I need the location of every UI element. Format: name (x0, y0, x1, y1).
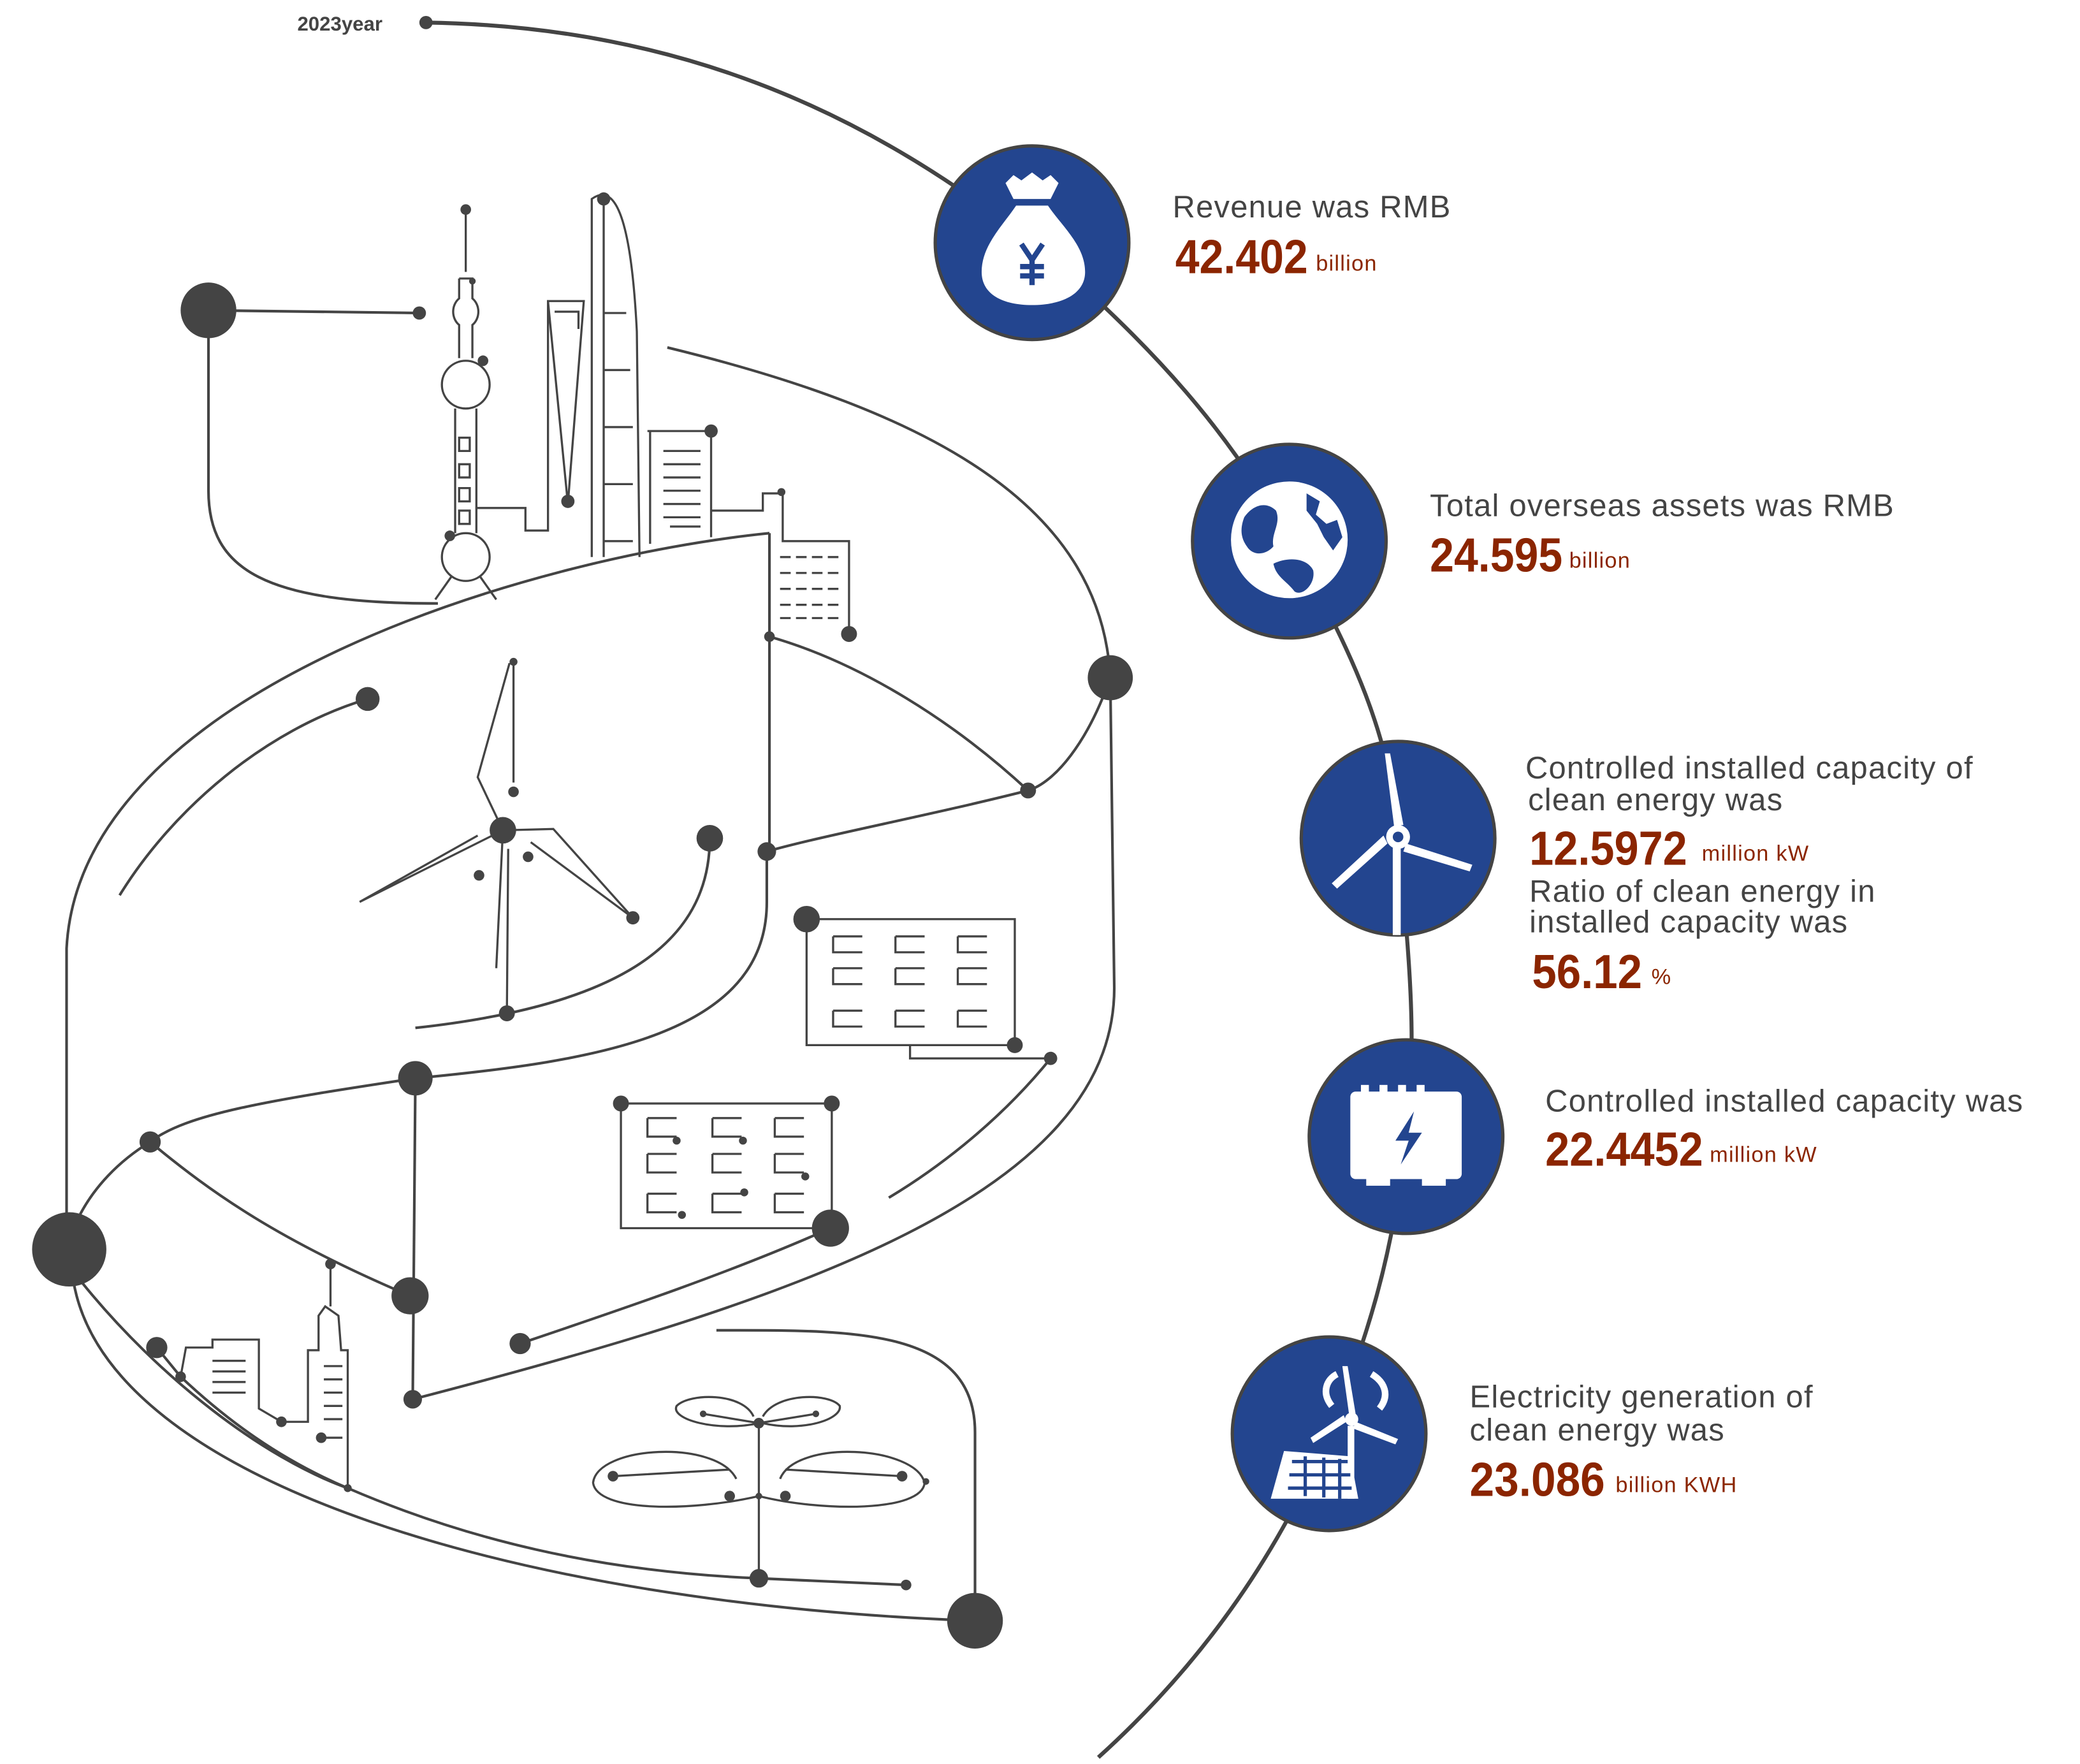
metric-installed-capacity: Controlled installed capacity was 22.445… (1307, 1038, 2023, 1236)
metric-value: 24.595 (1430, 528, 1562, 582)
metric-revenue: Revenue was RMB 42.402 billion (933, 144, 1451, 342)
metric-label: clean energy was (1470, 1413, 1725, 1447)
city-network-illustration (32, 192, 1133, 1649)
money-bag-yuan-icon (981, 172, 1086, 305)
metric-label: Controlled installed capacity of (1525, 751, 1974, 785)
metric-unit: billion (1316, 251, 1377, 275)
metric-electricity-generation: Electricity generation of clean energy w… (1230, 1335, 1814, 1533)
metric-label: Electricity generation of (1470, 1380, 1814, 1414)
metric-unit: billion (1569, 548, 1631, 572)
metric-label: Controlled installed capacity was (1545, 1084, 2023, 1118)
timeline-start-dot (419, 15, 433, 29)
power-module-icon (1350, 1084, 1462, 1186)
metric-value: 23.086 (1470, 1453, 1605, 1506)
ratio-label: Ratio of clean energy in (1529, 875, 1875, 909)
wind-solar-icon (1270, 1366, 1399, 1499)
metric-value: 22.4452 (1545, 1123, 1703, 1176)
ratio-value: 56.12 (1532, 945, 1642, 998)
metric-value: 42.402 (1175, 230, 1308, 284)
metric-unit: billion KWH (1615, 1473, 1737, 1498)
metric-unit: million kW (1702, 842, 1810, 866)
metric-label: clean energy was (1528, 783, 1783, 817)
metric-value: 12.5972 (1529, 821, 1687, 875)
metric-unit: million kW (1710, 1142, 1817, 1167)
wind-turbine-icon (1332, 753, 1473, 935)
metric-clean-energy-capacity: Controlled installed capacity of clean e… (1299, 740, 1974, 998)
metric-overseas-assets: Total overseas assets was RMB 24.595 bil… (1191, 442, 1895, 640)
metric-label: Total overseas assets was RMB (1430, 488, 1895, 523)
ratio-label: installed capacity was (1529, 905, 1848, 940)
year-label: 2023year (297, 13, 382, 35)
ratio-unit: % (1652, 965, 1672, 989)
globe-icon (1231, 481, 1348, 599)
metric-label: Revenue was RMB (1173, 190, 1451, 224)
